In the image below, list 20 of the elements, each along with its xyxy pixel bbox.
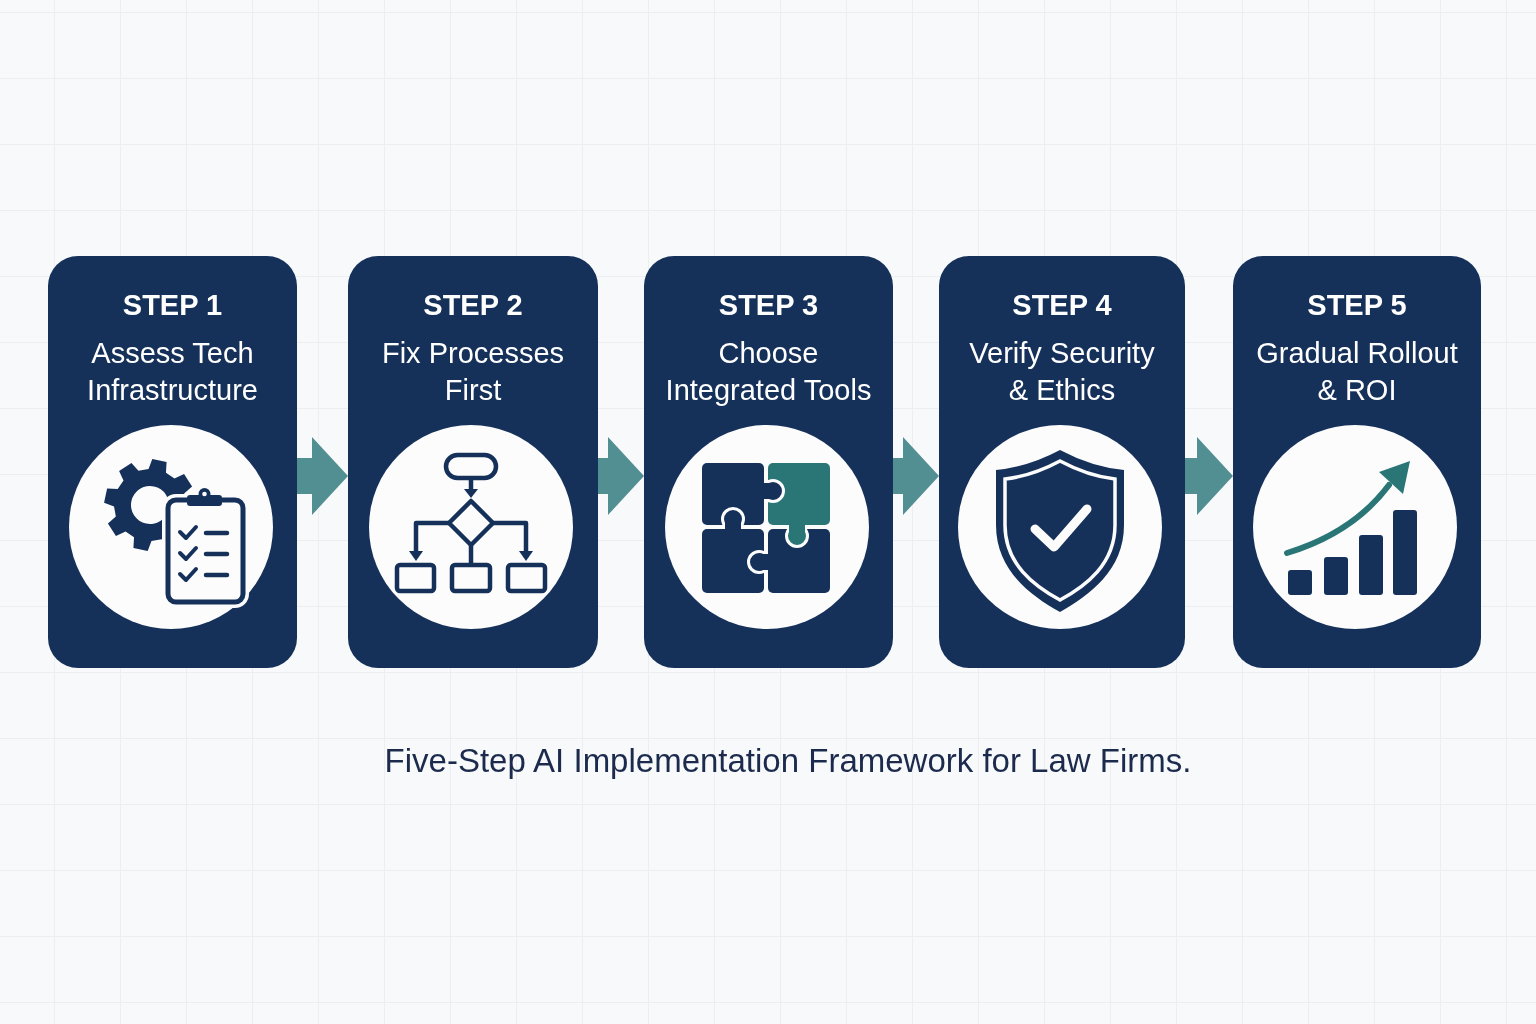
arrow xyxy=(893,437,939,515)
step-title: Verify Security & Ethics xyxy=(968,336,1156,408)
step-title: Assess Tech Infrastructure xyxy=(86,336,259,408)
step-number: STEP 4 xyxy=(1012,288,1112,323)
caption: Five-Step AI Implementation Framework for Law Firms. xyxy=(384,741,1192,781)
step-number: STEP 1 xyxy=(122,288,223,323)
step-title: Choose Integrated Tools xyxy=(664,336,873,408)
step-number: STEP 2 xyxy=(423,288,523,323)
step-card xyxy=(348,256,598,668)
step-number: STEP 5 xyxy=(1307,288,1407,323)
step-title: Fix Processes First xyxy=(380,336,566,408)
step-number: STEP 3 xyxy=(718,288,819,323)
step-card xyxy=(939,256,1185,668)
step-card xyxy=(48,256,297,668)
arrow xyxy=(1185,437,1233,515)
arrow xyxy=(598,437,644,515)
step-card xyxy=(644,256,893,668)
step-title: Gradual Rollout & ROI xyxy=(1255,336,1459,408)
step-card xyxy=(1233,256,1481,668)
arrow xyxy=(297,437,348,515)
